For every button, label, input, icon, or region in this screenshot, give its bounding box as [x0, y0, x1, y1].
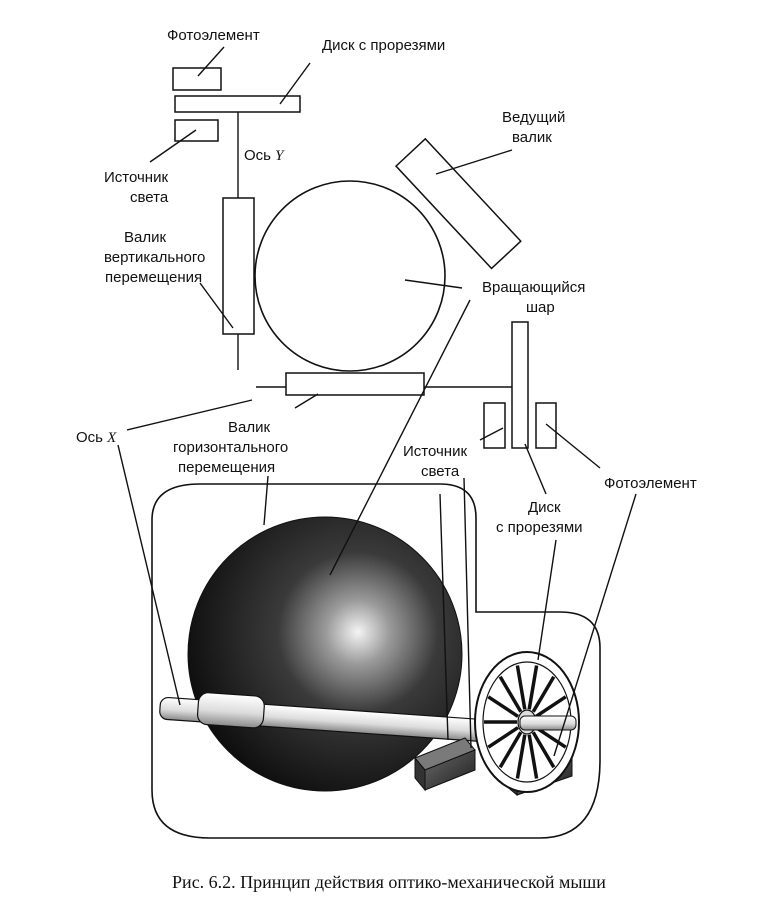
- label-drive-1: Ведущий: [502, 109, 565, 126]
- wheel-spoke: [527, 665, 539, 710]
- label-vroll-1: Валик: [124, 229, 166, 246]
- drive-roller: [394, 137, 522, 270]
- label-ball-2: шар: [526, 299, 555, 316]
- ball-sphere: [187, 516, 463, 792]
- mouse-body-illustration: [151, 483, 601, 839]
- wheel-axle: [519, 715, 577, 731]
- wheel-spoke: [498, 731, 523, 769]
- wheel-spoke: [487, 695, 519, 718]
- wheel-spoke: [531, 675, 556, 713]
- wheel-spoke: [515, 665, 527, 710]
- label-vroll-3: перемещения: [105, 269, 202, 286]
- leader-lines: [117, 46, 637, 757]
- slotted-disk-right: [511, 321, 529, 449]
- label-axis-y: Ось Y: [244, 147, 285, 164]
- light-source-top: [174, 119, 219, 142]
- label-photoelement-top: Фотоэлемент: [167, 27, 260, 44]
- wheel-spoke: [527, 734, 539, 779]
- label-photoelement-right: Фотоэлемент: [604, 475, 697, 492]
- label-source-top-1: Источник: [104, 169, 168, 186]
- slotted-disk-top: [174, 95, 301, 113]
- horizontal-roller: [285, 372, 425, 396]
- photoelement-top: [172, 67, 222, 91]
- label-disk-right-1: Диск: [528, 499, 561, 516]
- label-hroll-1: Валик: [228, 419, 270, 436]
- photoelement-right: [535, 402, 557, 449]
- label-disk-right-2: с прорезями: [496, 519, 583, 536]
- x-roller-3d: [196, 692, 265, 729]
- label-drive-2: валик: [512, 129, 552, 146]
- label-source-right-1: Источник: [403, 443, 467, 460]
- wheel-spoke: [531, 731, 556, 769]
- label-hroll-2: горизонтального: [173, 439, 288, 456]
- schematic-top: [172, 67, 557, 449]
- wheel-spoke: [498, 675, 523, 713]
- wheel-spoke: [487, 726, 519, 749]
- wheel-spoke: [515, 734, 527, 779]
- labels: Фотоэлемент Диск с прорезями Источник св…: [76, 27, 697, 536]
- figure-caption: Рис. 6.2. Принцип действия оптико-механи…: [172, 872, 606, 892]
- label-disk-top: Диск с прорезями: [322, 37, 445, 54]
- light-source-right: [483, 402, 506, 449]
- light-source-block: [414, 737, 476, 792]
- label-hroll-3: перемещения: [178, 459, 275, 476]
- wheel-spoke: [535, 726, 567, 749]
- label-axis-x: Ось X: [76, 429, 117, 446]
- label-source-top-2: света: [130, 189, 169, 206]
- label-source-right-2: света: [421, 463, 460, 480]
- label-vroll-2: вертикального: [104, 249, 205, 266]
- wheel-spoke: [535, 695, 567, 718]
- ball-circle: [254, 180, 446, 372]
- label-ball-1: Вращающийся: [482, 279, 585, 296]
- vertical-roller: [222, 197, 255, 335]
